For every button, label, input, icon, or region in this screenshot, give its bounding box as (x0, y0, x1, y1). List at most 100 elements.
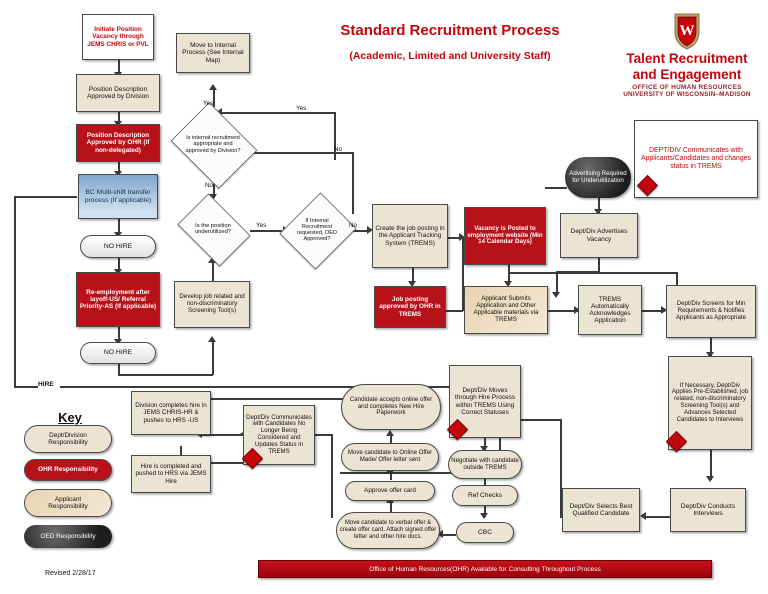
edge-nohire1-to-reemp (118, 258, 120, 272)
edge-division-to-hirecompleted (180, 446, 182, 462)
node-position-description-division[interactable]: Position Description Approved by Divisio… (76, 74, 160, 112)
node-candidate-accepts-offer[interactable]: Candidate accepts online offer and compl… (341, 384, 441, 430)
edge-create-to-vacancy (447, 237, 463, 239)
decision-position-underutilized[interactable]: Is the position underutilized? (172, 193, 254, 267)
arrowhead (504, 281, 512, 287)
edge-underutil-yes (250, 230, 285, 232)
arrowhead (594, 209, 602, 215)
decision-internal-recruitment-approved[interactable]: Is internal recruitment appropriate and … (166, 102, 260, 189)
edge-commnolonger-down (331, 434, 333, 518)
arrowhead (386, 430, 394, 436)
page-title: Standard Recruitment Process (340, 22, 560, 39)
edge-hire-right (60, 386, 500, 388)
node-develop-screening-tools[interactable]: Develop job related and non-discriminato… (174, 281, 250, 328)
node-cbc[interactable]: CBC (456, 522, 514, 543)
node-advertising-required-underutilization[interactable]: Advertising Required for Underutilizatio… (565, 157, 631, 198)
edge-to-division-right (200, 434, 246, 436)
node-no-hire-2[interactable]: NO HIRE (80, 342, 156, 364)
node-move-to-internal-process[interactable]: Move to Internal Process (See Internal M… (176, 33, 250, 73)
node-division-completes-hire-jems[interactable]: Division completes hire in JEMS CHRIS-HR… (131, 391, 211, 435)
edge-cbc-to-verbal (440, 534, 456, 536)
node-trems-auto-acknowledges[interactable]: TREMS Automatically Acknowledges Applica… (578, 285, 642, 335)
uw-madison-logo: W Talent Recruitment and Engagement OFFI… (612, 12, 762, 98)
arrowhead (640, 512, 646, 520)
arrowhead (367, 226, 373, 234)
edge-label-no-oed: No (349, 222, 358, 229)
edge-reemp-to-nohire2 (118, 327, 120, 342)
edge-deptadv-down (598, 258, 600, 272)
edge-label-no-internal: No (205, 182, 214, 189)
edge-hire-to-verbal (340, 472, 500, 474)
node-approve-offer-card[interactable]: Approve offer card (345, 481, 435, 501)
node-dept-div-conducts-interviews[interactable]: Dept/Div Conducts Interviews (670, 488, 746, 532)
edge-oed-no (348, 230, 370, 232)
edge-vacancy-to-applicant (508, 265, 510, 285)
edge-tools-to-interviews (710, 450, 712, 480)
edge-accepts-left (180, 398, 343, 400)
node-job-posting-approved-ohr[interactable]: Job posting approved by OHR in TREMS (374, 286, 446, 328)
edge-to-screens (676, 272, 678, 285)
edge-pd-to-ohr (118, 112, 120, 124)
logo-university: UNIVERSITY OF WISCONSIN–MADISON (623, 91, 751, 99)
edge-oed-up (352, 152, 354, 214)
edge-bc-to-nohire1 (118, 219, 120, 235)
edge-hire-left (14, 386, 38, 388)
node-hire-completed-pushed-hrs[interactable]: Hire is completed and pushed to HRS via … (131, 455, 211, 493)
node-dept-div-screens-min-requirements[interactable]: Dept/Div Screens for Min Requirements & … (666, 285, 756, 338)
node-create-job-posting[interactable]: Create the job posting in the Applicant … (372, 204, 448, 268)
edge-bc-bypass-vertical (14, 196, 16, 387)
node-ref-checks[interactable]: Ref Checks (452, 485, 518, 506)
node-move-candidate-online-offer[interactable]: Move candidate to Online Offer Made/ Off… (341, 443, 439, 471)
edge-ref-to-cbc (484, 506, 486, 517)
edge-label-no-right: No (334, 146, 343, 153)
node-dept-div-selects-best-candidate[interactable]: Dept/Div Selects Best Qualified Candidat… (562, 488, 640, 532)
edge-develop-to-underutil (212, 262, 214, 281)
node-initiate-position-vacancy[interactable]: Initiate Position Vacancy through JEMS C… (82, 14, 154, 60)
edge-initiate-to-pd (118, 60, 120, 74)
edge-vacancy-to-advertising (545, 187, 567, 189)
arrowhead (706, 476, 714, 482)
edge-create-to-approved (412, 267, 414, 285)
logo-line-2: and Engagement (632, 67, 742, 83)
edge-ohr-to-bc (118, 162, 120, 174)
arrowhead (408, 281, 416, 287)
logo-line-1: Talent Recruitment (626, 51, 748, 66)
arrowhead (480, 446, 488, 452)
edge-oed-up-horiz (213, 152, 353, 154)
edge-hireproc-to-negotiate (484, 438, 486, 450)
edge-nohire2-loop-right (118, 374, 213, 376)
edge-deptadv-left (556, 271, 599, 273)
node-no-hire-1[interactable]: NO HIRE (80, 235, 156, 258)
edge-label-yes-underutil: Yes (256, 222, 267, 229)
key-item-dept-division: Dept/Division Responsibility (24, 425, 112, 453)
node-dept-div-communicates-applicants[interactable]: DEPT/DIV Communicates with Applicants/Ca… (634, 120, 758, 198)
edge-screens-to-tools (710, 338, 712, 356)
node-applicant-submits-application[interactable]: Applicant Submits Application and Other … (464, 286, 548, 334)
node-vacancy-posted[interactable]: Vacancy is Posted to employment website … (464, 207, 546, 265)
node-reemployment-after-layoff[interactable]: Re-employment after layoff-US/ Referral … (76, 272, 160, 327)
edge-advertising-to-dept (598, 198, 600, 213)
node-move-candidate-verbal-offer[interactable]: Move candidate to verbal offer & create … (336, 512, 440, 549)
arrowhead (706, 352, 714, 358)
edge-approved-up (462, 238, 464, 311)
arrowhead (209, 194, 217, 200)
edge-online-to-accepts (390, 434, 392, 443)
arrowhead (661, 306, 667, 314)
arrowhead (552, 292, 560, 298)
node-dept-div-advertises-vacancy[interactable]: Dept/Div Advertises Vacancy (560, 213, 638, 258)
key-item-ohr: OHR Responsibility (24, 459, 112, 481)
node-position-description-ohr[interactable]: Position Description Approved by OHR (if… (76, 124, 160, 162)
edge-top-yes-vertical (334, 112, 336, 160)
edge-applicant-to-trems (548, 310, 578, 312)
page-subtitle: (Academic, Limited and University Staff) (349, 50, 551, 62)
edge-loop-up-to-develop (212, 340, 214, 375)
node-dept-div-applies-screening-tools[interactable]: If Necessary, Dept/Div Applies Pre-Estab… (668, 356, 752, 450)
edge-selects-to-hireproc (517, 419, 561, 421)
node-negotiate-outside-trems[interactable]: Negotiate with candidate outside TREMS (448, 450, 522, 479)
decision-oed-approved[interactable]: If Internal Recruitment requested, OED A… (279, 190, 357, 270)
arrowhead (459, 233, 465, 241)
edge-label-yes-internal: Yes (203, 100, 214, 107)
edge-selects-up (560, 419, 562, 517)
node-bc-multishift-transfer[interactable]: BC Multi-shift transfer process (If appl… (78, 174, 158, 219)
